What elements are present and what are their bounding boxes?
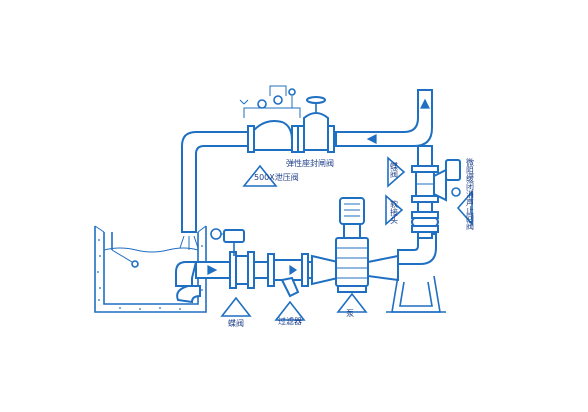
top-pipe [335,89,433,147]
flow-arrow-right-icon [207,265,218,275]
pump-base [386,275,446,313]
pressure-valve-marker [242,164,278,187]
butterfly-valve-left [210,228,255,317]
label-pump: 泵 [346,309,354,318]
filter [267,253,309,321]
label-pressure-valve: 500X泄压阀 [254,172,299,182]
label-gate-valve-top: 弹性座封闸阀 [286,158,334,168]
gate-valve-top [297,96,335,153]
label-check-valve: 微阻缓闭消声止回阀 [466,157,475,231]
butterfly-valve-right [387,156,406,188]
reducer [311,254,339,286]
label-filter: 过滤器 [278,316,302,326]
flow-arrow-left-icon [366,134,377,144]
label-butterfly-valve: 蝶阀 [228,318,244,328]
pressure-relief-valve [239,85,301,153]
pump [335,197,369,313]
discharge-pipe [367,233,437,282]
flow-arrow-up-icon [420,98,430,109]
label-right-butterfly: 蝶阀 [390,161,399,179]
slow-close-check-valve [411,159,473,227]
label-soft-joint: 软接头 [390,199,399,225]
